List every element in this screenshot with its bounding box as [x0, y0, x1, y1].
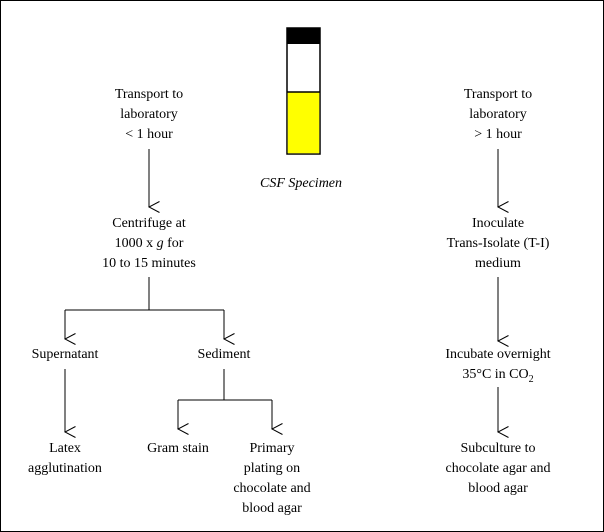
subculture-line-3: blood agar	[468, 481, 528, 496]
primary-plating-node: Primary plating on chocolate and blood a…	[222, 439, 322, 519]
transport-line-3: < 1 hour	[125, 127, 173, 142]
subculture-step: Subculture to chocolate agar and blood a…	[418, 439, 578, 499]
centrifuge-for-text: for	[163, 236, 184, 251]
specimen-tube-icon	[286, 27, 321, 155]
specimen-caption: CSF Specimen	[259, 176, 343, 191]
incubate-line-1: Incubate overnight	[445, 347, 551, 362]
incubate-line-2: 35°C in CO2	[418, 365, 578, 385]
transport-right-line-1: Transport to	[463, 87, 533, 102]
latex-line-1: Latex	[49, 441, 81, 456]
gram-stain-node: Gram stain	[147, 441, 209, 456]
transport-over-1-hour: Transport to laboratory > 1 hour	[428, 85, 568, 145]
plating-line-1: Primary	[249, 441, 295, 456]
incubate-co2-subscript: 2	[528, 373, 534, 385]
subculture-line-1: Subculture to	[460, 441, 536, 456]
inoculate-line-3: medium	[475, 256, 521, 271]
incubate-temp-text: 35°C in CO	[462, 367, 529, 382]
transport-line-1: Transport to	[114, 87, 184, 102]
latex-agglutination-node: Latex agglutination	[15, 439, 115, 479]
centrifuge-line-1: Centrifuge at	[112, 216, 186, 231]
subculture-line-2: chocolate agar and	[445, 461, 551, 476]
centrifuge-line-2: 1000 x g for	[79, 234, 219, 254]
incubate-step: Incubate overnight 35°C in CO2	[418, 345, 578, 385]
transport-right-line-2: laboratory	[469, 107, 527, 122]
centrifuge-g-unit: g	[156, 236, 164, 251]
centrifuge-step: Centrifuge at 1000 x g for 10 to 15 minu…	[79, 214, 219, 274]
plating-line-2: plating on	[243, 461, 301, 476]
transport-right-line-3: > 1 hour	[474, 127, 522, 142]
supernatant-node: Supernatant	[31, 347, 99, 362]
inoculate-line-2: Trans-Isolate (T-I)	[446, 236, 550, 251]
plating-line-3: chocolate and	[233, 481, 311, 496]
transport-line-2: laboratory	[120, 107, 178, 122]
inoculate-step: Inoculate Trans-Isolate (T-I) medium	[418, 214, 578, 274]
sediment-node: Sediment	[197, 347, 251, 362]
plating-line-4: blood agar	[242, 501, 302, 516]
latex-line-2: agglutination	[28, 461, 102, 476]
centrifuge-line-3: 10 to 15 minutes	[102, 256, 196, 271]
inoculate-line-1: Inoculate	[471, 216, 525, 231]
centrifuge-speed-text: 1000 x	[114, 236, 157, 251]
transport-under-1-hour: Transport to laboratory < 1 hour	[79, 85, 219, 145]
